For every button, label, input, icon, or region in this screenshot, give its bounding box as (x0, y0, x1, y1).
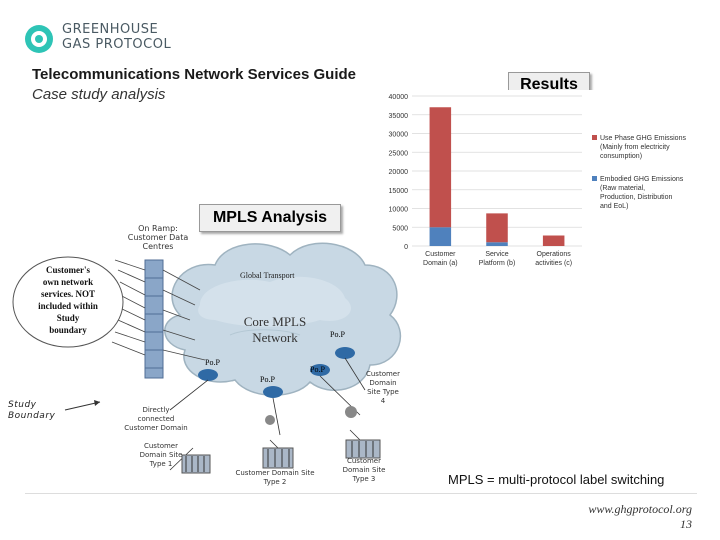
direct-line: Directly (142, 406, 170, 414)
direct-line: connected (137, 415, 175, 423)
network-diagram-svg (12, 242, 401, 474)
study-boundary-line: Study (8, 400, 37, 410)
site-type-4-icon (345, 406, 357, 418)
y-tick-label: 0 (404, 244, 408, 251)
site1-line: Customer (143, 442, 178, 450)
site4-line: Site Type (367, 388, 399, 396)
network-diagram: On Ramp: Customer Data Centres Customer'… (0, 220, 450, 490)
core-mpls-label: Core MPLS Network (230, 314, 320, 346)
site-type-4-label: Customer Domain Site Type 4 (360, 370, 406, 406)
customer-links (111, 259, 206, 361)
site1-line: Type 1 (149, 460, 173, 468)
y-tick-label: 35000 (389, 113, 409, 120)
x-tick-label: activities (c) (535, 260, 572, 267)
study-boundary-arrow (64, 400, 101, 411)
chart-bar (486, 213, 508, 243)
legend-swatch (592, 176, 597, 181)
chart-bar (429, 107, 452, 228)
site4-line: Customer (365, 370, 400, 378)
chart-bar (429, 227, 452, 246)
customer-network-oval (12, 256, 124, 348)
direct-line: Customer Domain (124, 424, 188, 432)
pop-label: Po.P (260, 375, 275, 384)
site1-line: Domain Site (139, 451, 183, 459)
site-type-2-icon (262, 447, 294, 469)
onramp-line: Customer Data (127, 233, 189, 242)
legend-label: Embodied GHG Emissions (600, 176, 684, 183)
y-tick-label: 25000 (389, 150, 409, 157)
mpls-definition-note: MPLS = multi-protocol label switching (448, 472, 665, 487)
logo-mark-icon (25, 25, 53, 53)
onramp-line: On Ramp: (138, 224, 178, 233)
legend-label: (Mainly from electricity (600, 144, 670, 151)
x-tick-label: Customer (425, 251, 456, 258)
y-tick-label: 5000 (392, 225, 408, 232)
site-type-2-node-icon (265, 415, 275, 425)
legend-label: Use Phase GHG Emissions (600, 135, 686, 142)
direct-customer-label: Directly connected Customer Domain (118, 406, 194, 433)
site-type-2-label: Customer Domain Site Type 2 (230, 469, 320, 487)
core-mpls-line: Core MPLS (243, 314, 307, 329)
y-tick-label: 15000 (389, 188, 409, 195)
chart-bar (542, 235, 565, 246)
customer-own-line: services. NOT (41, 289, 95, 299)
onramp-label: On Ramp: Customer Data Centres (122, 224, 194, 251)
mpls-analysis-label: MPLS Analysis (199, 204, 341, 232)
site-type-1-icon (181, 454, 211, 474)
pop-label: Po.P (205, 358, 220, 367)
customer-own-line: included within (38, 301, 98, 311)
customer-own-line: Customer's (46, 265, 90, 275)
y-tick-label: 40000 (389, 94, 409, 101)
pop-label: Po.P (310, 365, 325, 374)
customer-own-line: Study (56, 313, 80, 323)
y-tick-label: 10000 (389, 207, 409, 214)
page-subtitle: Case study analysis (32, 86, 166, 103)
y-tick-label: 20000 (389, 169, 409, 176)
legend-label: consumption) (600, 153, 642, 160)
logo: GREENHOUSE GAS PROTOCOL (24, 22, 184, 56)
core-mpls-line: Network (252, 330, 298, 345)
legend-swatch (592, 135, 597, 140)
pop-label: Po.P (330, 330, 345, 339)
footer-divider (25, 493, 697, 494)
page-number: 13 (680, 517, 692, 531)
x-tick-label: Service (485, 251, 508, 258)
x-tick-label: Operations (537, 251, 572, 258)
y-tick-label: 30000 (389, 132, 409, 139)
customer-own-line: boundary (49, 325, 87, 335)
logo-line1: GREENHOUSE (62, 22, 159, 37)
site-type-3-icon (345, 439, 381, 459)
x-tick-label: Platform (b) (479, 260, 516, 267)
site3-line: Customer (346, 457, 381, 465)
logo-line2: GAS PROTOCOL (62, 37, 172, 52)
emissions-chart-svg: 0 5000 10000 15000 20000 25000 30000 35000 40000… (380, 90, 695, 280)
data-centre-rack (144, 259, 164, 379)
legend-label: Production, Distribution (600, 194, 672, 201)
site-type-1-label: Customer Domain Site Type 1 (136, 442, 186, 469)
study-boundary-line: Boundary (8, 411, 56, 421)
site3-line: Domain Site (342, 466, 386, 474)
x-tick-label: Domain (a) (423, 260, 458, 267)
site3-line: Type 3 (352, 475, 376, 483)
legend-label: and EoL) (600, 203, 628, 210)
site-type-3-label: Customer Domain Site Type 3 (338, 457, 390, 484)
chart-bar (486, 242, 508, 246)
customer-own-line: own network (42, 277, 94, 287)
global-transport-label: Global Transport (240, 271, 295, 280)
site4-line: Domain (369, 379, 397, 387)
pop-router-icon (198, 347, 355, 398)
site2-line: Customer Domain Site (235, 469, 315, 477)
site4-line: 4 (380, 397, 386, 405)
legend-label: (Raw material, (600, 185, 645, 192)
footer-url[interactable]: www.ghgprotocol.org (588, 502, 692, 516)
customer-own-label: Customer's own network services. NOT inc… (26, 264, 110, 336)
onramp-line: Centres (142, 242, 174, 251)
study-boundary-label: Study Boundary (8, 400, 55, 422)
emissions-chart: 0 5000 10000 15000 20000 25000 30000 35000 40000… (380, 90, 695, 280)
page-title: Telecommunications Network Services Guid… (32, 66, 356, 83)
